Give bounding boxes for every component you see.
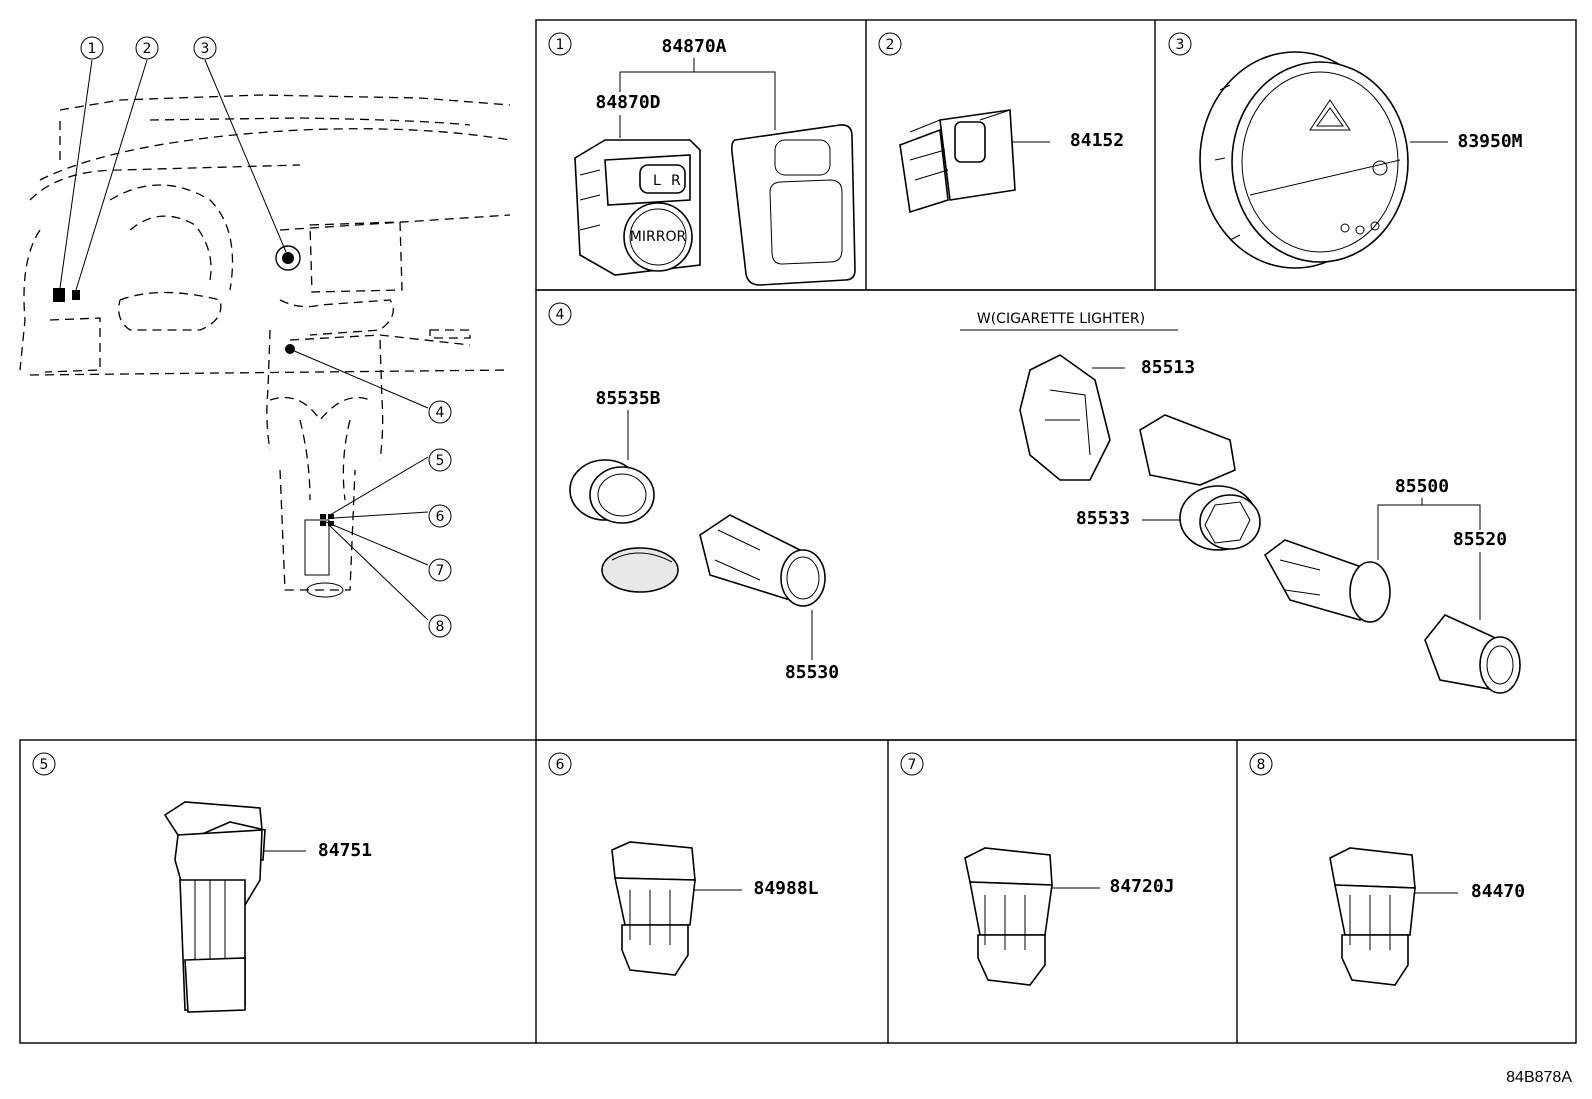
panel-6-number: 6 [556,757,565,773]
overview-callout-2: 2 [135,36,159,60]
panel-6: 6 84988L [548,752,819,976]
part-85520: 85520 [1453,529,1507,550]
panel-4-subtitle: W(CIGARETTE LIGHTER) [977,311,1145,327]
part-85533: 85533 [1076,508,1130,529]
diagram-code: 84B878A [1506,1069,1572,1086]
panel-1: 1 84870A 84870D L R MIRROR [548,32,856,286]
panel-2-number: 2 [886,37,895,53]
svg-text:L: L [653,173,661,189]
part-84720J: 84720J [1109,876,1174,897]
overview-callout-6: 6 [428,504,452,528]
part-85535B: 85535B [595,388,660,409]
panel-5: 5 84751 [32,752,372,1013]
panel-4-number: 4 [556,307,565,323]
overview-callout-8: 8 [428,614,452,638]
panel-7-number: 7 [908,757,917,773]
panel-1-number: 1 [556,37,565,53]
svg-text:4: 4 [436,405,445,421]
part-85530: 85530 [785,662,839,683]
panel-borders [19,19,1577,1044]
part-84870A: 84870A [661,36,726,57]
dashboard-overview [19,59,511,621]
part-84152: 84152 [1070,130,1124,151]
part-84870D: 84870D [595,92,660,113]
svg-text:7: 7 [436,563,445,579]
svg-text:5: 5 [436,453,445,469]
panel-4: 4 W(CIGARETTE LIGHTER) 85535B 85530 8551… [548,302,1521,694]
overview-callout-1: 1 [80,36,104,60]
part-84470: 84470 [1471,881,1525,902]
svg-text:6: 6 [436,509,445,525]
svg-text:3: 3 [201,41,210,57]
svg-text:8: 8 [436,619,445,635]
svg-text:2: 2 [143,41,152,57]
panel-3-number: 3 [1176,37,1185,53]
part-84988L: 84988L [753,878,818,899]
panel-3: 3 83950M [1168,32,1523,269]
part-85500: 85500 [1395,476,1449,497]
overview-callout-5: 5 [428,448,452,472]
panel-7: 7 84720J [900,752,1175,986]
svg-text:R: R [671,173,681,189]
panel-8: 8 84470 [1249,752,1525,986]
panel-5-number: 5 [40,757,49,773]
svg-text:1: 1 [88,41,97,57]
part-83950M: 83950M [1457,131,1522,152]
part-84751: 84751 [318,840,372,861]
mirror-switch-label: MIRROR [630,229,687,245]
part-85513: 85513 [1141,357,1195,378]
panel-2: 2 84152 [878,32,1124,214]
overview-callout-3: 3 [193,36,217,60]
overview-callout-7: 7 [428,558,452,582]
panel-8-number: 8 [1257,757,1266,773]
overview-callout-4: 4 [428,400,452,424]
